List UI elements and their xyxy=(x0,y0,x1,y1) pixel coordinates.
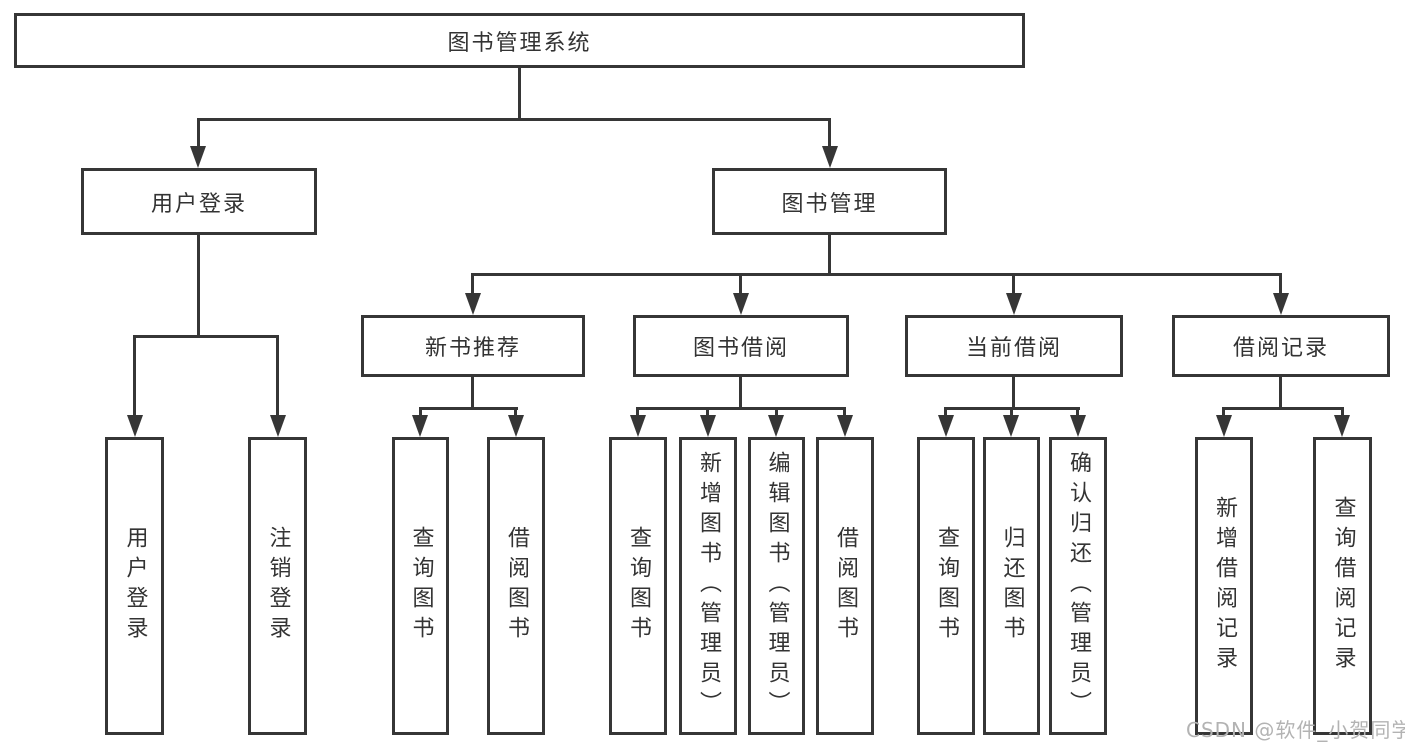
arrowhead-down-icon xyxy=(768,415,784,437)
connector-level3-rail xyxy=(471,273,1282,276)
connector-shaft xyxy=(471,273,474,293)
arrowhead-down-icon xyxy=(465,293,481,315)
node-label: 借阅记录 xyxy=(1232,336,1329,361)
arrowhead-down-icon xyxy=(837,415,853,437)
leaf-label: 查询图书 xyxy=(626,526,651,646)
arrowhead-down-icon xyxy=(938,415,954,437)
leaf-label: 借阅图书 xyxy=(833,526,858,646)
connector-shaft xyxy=(1222,407,1225,415)
arrowhead-down-icon xyxy=(1003,415,1019,437)
leaf-edit-books-admin: 编辑图书（管理员） xyxy=(748,437,805,735)
leaf-borrowing-query-books: 查询图书 xyxy=(609,437,667,735)
connector-user-login-rail xyxy=(133,335,279,338)
leaf-label: 新增借阅记录 xyxy=(1212,496,1237,676)
arrowhead-down-icon xyxy=(508,415,524,437)
connector-shaft xyxy=(706,407,709,415)
node-label: 图书借阅 xyxy=(692,336,789,361)
connector-shaft xyxy=(944,407,947,415)
connector-shaft xyxy=(843,407,846,415)
connector-current-drop xyxy=(1012,377,1015,407)
leaf-label: 借阅图书 xyxy=(504,526,529,646)
connector-shaft xyxy=(636,407,639,415)
connector-user-login-drop xyxy=(197,235,200,335)
connector-shaft xyxy=(197,118,200,146)
leaf-confirm-return-admin: 确认归还（管理员） xyxy=(1049,437,1107,735)
leaf-label: 确认归还（管理员） xyxy=(1066,451,1091,721)
arrowhead-down-icon xyxy=(630,415,646,437)
leaf-label: 用户登录 xyxy=(122,526,148,646)
leaf-recommend-borrow-books: 借阅图书 xyxy=(487,437,545,735)
leaf-user-login: 用户登录 xyxy=(105,437,164,735)
leaf-label: 查询借阅记录 xyxy=(1330,496,1356,676)
arrowhead-down-icon xyxy=(1273,293,1289,315)
connector-shaft xyxy=(276,335,279,415)
arrowhead-down-icon xyxy=(1334,415,1350,437)
node-current-borrowing: 当前借阅 xyxy=(905,315,1123,377)
node-label: 图书管理 xyxy=(781,191,878,217)
arrowhead-down-icon xyxy=(127,415,143,437)
connector-book-management-drop xyxy=(828,235,831,273)
connector-recommend-drop xyxy=(471,377,474,407)
leaf-add-borrow-record: 新增借阅记录 xyxy=(1195,437,1253,735)
node-borrowing-records: 借阅记录 xyxy=(1172,315,1390,377)
leaf-label: 查询图书 xyxy=(408,526,434,646)
node-label: 新书推荐 xyxy=(424,336,521,361)
connector-recommend-rail xyxy=(419,407,518,410)
arrowhead-down-icon xyxy=(822,146,838,168)
connector-root-drop xyxy=(518,67,521,119)
arrowhead-down-icon xyxy=(700,415,716,437)
connector-shaft xyxy=(133,335,136,415)
connector-shaft xyxy=(1076,407,1079,415)
arrowhead-down-icon xyxy=(1216,415,1232,437)
connector-shaft xyxy=(828,118,831,146)
connector-level2-rail xyxy=(197,118,831,121)
connector-shaft xyxy=(1279,273,1282,293)
leaf-recommend-query-books: 查询图书 xyxy=(392,437,449,735)
leaf-label: 归还图书 xyxy=(999,526,1025,646)
leaf-label: 注销登录 xyxy=(265,526,291,646)
arrowhead-down-icon xyxy=(270,415,286,437)
connector-shaft xyxy=(775,407,778,415)
csdn-watermark: CSDN @软件_小贺同学 xyxy=(1186,718,1405,742)
node-label: 当前借阅 xyxy=(965,336,1062,361)
connector-borrowing-drop xyxy=(739,377,742,407)
node-book-management: 图书管理 xyxy=(712,168,947,235)
arrowhead-down-icon xyxy=(412,415,428,437)
node-book-borrowing: 图书借阅 xyxy=(633,315,849,377)
connector-shaft xyxy=(1012,273,1015,293)
leaf-logout: 注销登录 xyxy=(248,437,307,735)
connector-shaft xyxy=(739,273,742,293)
leaf-add-books-admin: 新增图书（管理员） xyxy=(679,437,737,735)
node-book-management-system: 图书管理系统 xyxy=(14,13,1025,68)
connector-borrowing-rail xyxy=(636,407,846,410)
node-label: 图书管理系统 xyxy=(447,30,592,56)
connector-shaft xyxy=(514,407,517,415)
node-user-login: 用户登录 xyxy=(81,168,317,235)
arrowhead-down-icon xyxy=(190,146,206,168)
node-new-book-recommendation: 新书推荐 xyxy=(361,315,585,377)
connector-shaft xyxy=(419,407,422,415)
leaf-query-borrow-record: 查询借阅记录 xyxy=(1313,437,1372,735)
connector-shaft xyxy=(1341,407,1344,415)
connector-records-rail xyxy=(1222,407,1344,410)
leaf-borrowing-borrow-books: 借阅图书 xyxy=(816,437,874,735)
arrowhead-down-icon xyxy=(1070,415,1086,437)
leaf-label: 编辑图书（管理员） xyxy=(764,451,790,721)
connector-records-drop xyxy=(1279,377,1282,407)
connector-shaft xyxy=(1010,407,1013,415)
arrowhead-down-icon xyxy=(1006,293,1022,315)
leaf-label: 新增图书（管理员） xyxy=(696,451,721,721)
leaf-current-query-books: 查询图书 xyxy=(917,437,975,735)
node-label: 用户登录 xyxy=(150,191,247,217)
leaf-return-books: 归还图书 xyxy=(983,437,1040,735)
leaf-label: 查询图书 xyxy=(934,526,959,646)
arrowhead-down-icon xyxy=(733,293,749,315)
